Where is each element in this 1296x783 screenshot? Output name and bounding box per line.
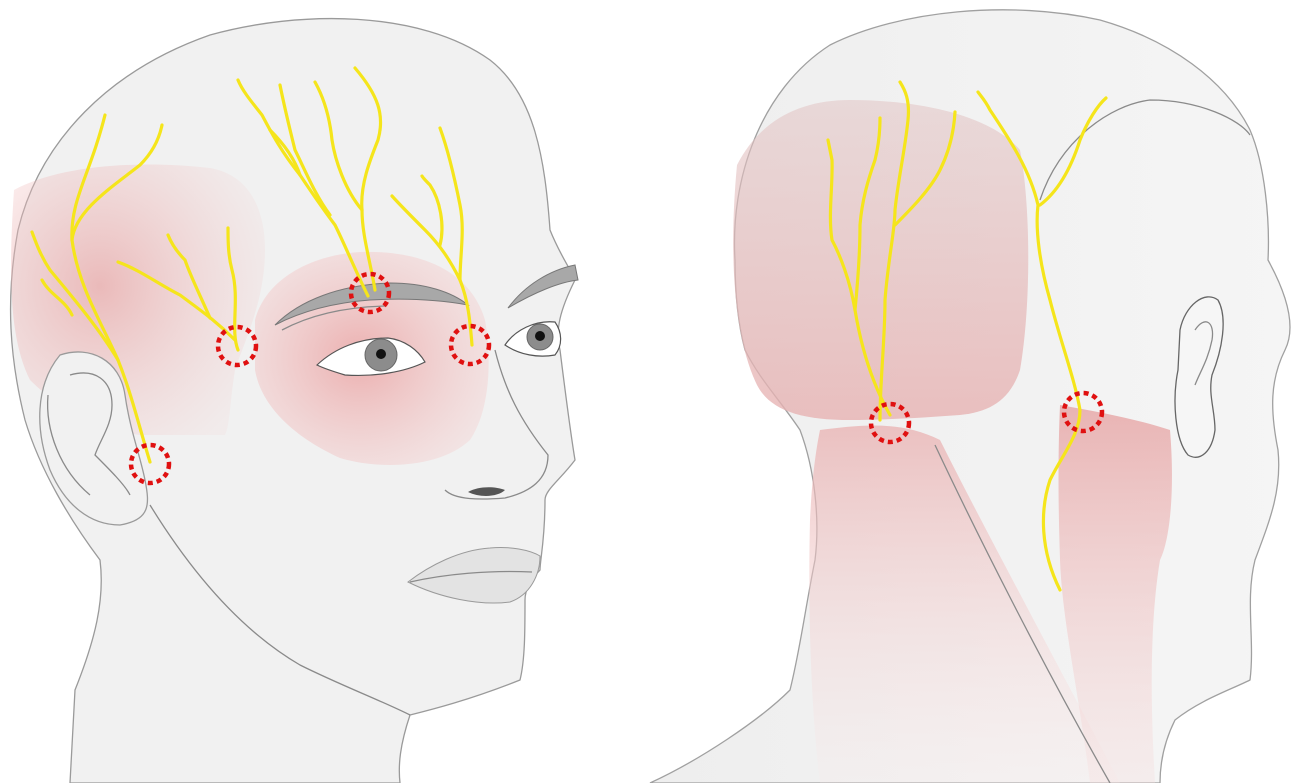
right-pupil	[376, 349, 386, 359]
posterior-oblique-head-view	[650, 10, 1290, 783]
front-oblique-head-view	[11, 19, 578, 783]
left-pupil	[535, 331, 545, 341]
